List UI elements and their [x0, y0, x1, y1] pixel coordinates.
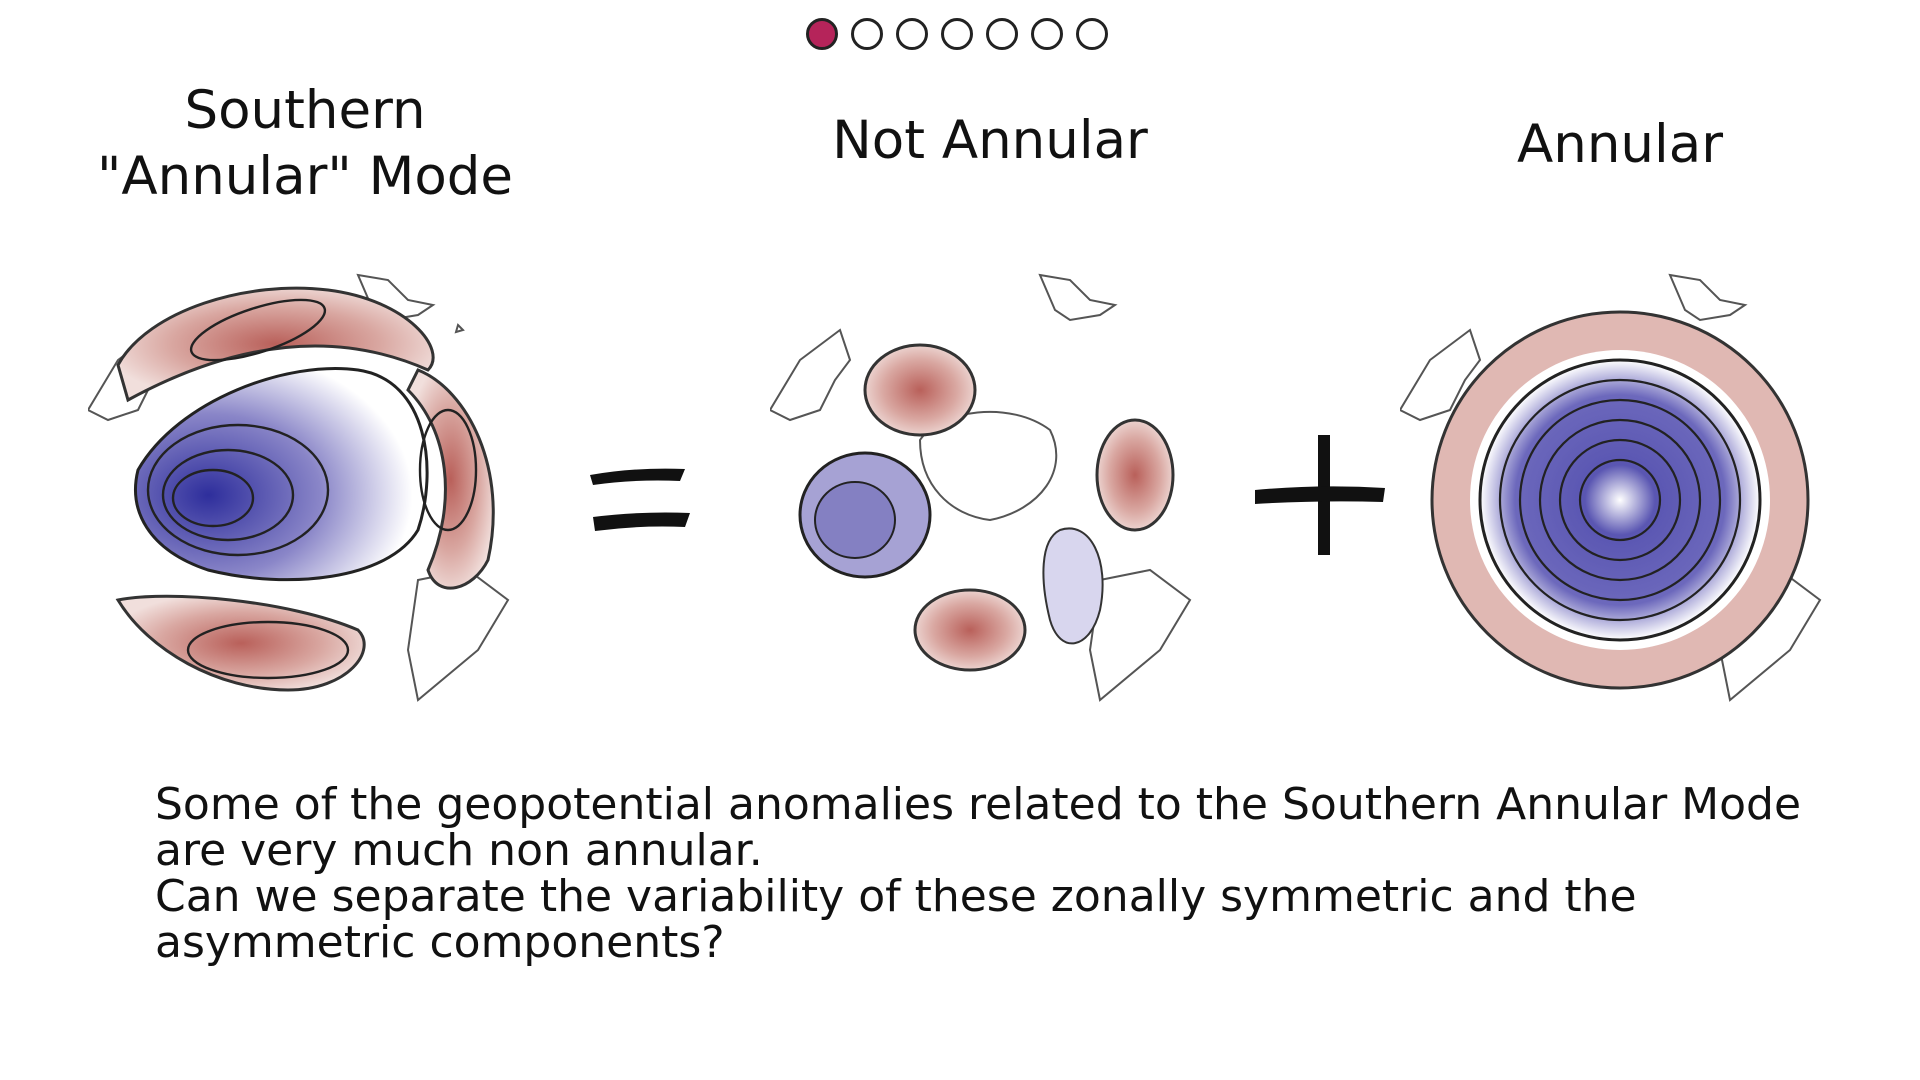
slide-dot-2[interactable] — [851, 18, 883, 50]
caption-line-2: Can we separate the variability of these… — [155, 871, 1637, 968]
positive-cell-3 — [913, 588, 1027, 672]
equals-sign — [590, 468, 690, 531]
negative-core — [1478, 358, 1762, 642]
title-not-annular: Not Annular — [832, 110, 1148, 171]
positive-lobe-east — [406, 368, 495, 590]
sam-map — [88, 273, 510, 702]
plus-sign — [1255, 435, 1385, 555]
title-annular: Annular — [1516, 114, 1724, 175]
slide-dot-6[interactable] — [1031, 18, 1063, 50]
caption-line-1: Some of the geopotential anomalies relat… — [155, 779, 1802, 876]
contours — [1498, 378, 1742, 622]
slide-dot-3[interactable] — [896, 18, 928, 50]
coastlines — [770, 273, 1192, 702]
annular-map — [1400, 273, 1822, 702]
positive-lobe-north — [116, 286, 435, 403]
slide-dot-7[interactable] — [1076, 18, 1108, 50]
contours — [146, 298, 478, 680]
slide-dot-4[interactable] — [941, 18, 973, 50]
positive-cell-2 — [1095, 418, 1175, 532]
caption: Some of the geopotential anomalies relat… — [155, 782, 1855, 966]
title-southern-annular-mode: Southern "Annular" Mode — [96, 80, 514, 207]
weak-negative-cell — [1042, 527, 1104, 645]
positive-cell-1 — [863, 343, 977, 437]
positive-lobe-south — [115, 594, 366, 692]
slide-dot-5[interactable] — [986, 18, 1018, 50]
slide-progress — [806, 18, 1108, 54]
not-annular-map — [770, 273, 1192, 702]
slide-dot-1[interactable] — [806, 18, 838, 50]
